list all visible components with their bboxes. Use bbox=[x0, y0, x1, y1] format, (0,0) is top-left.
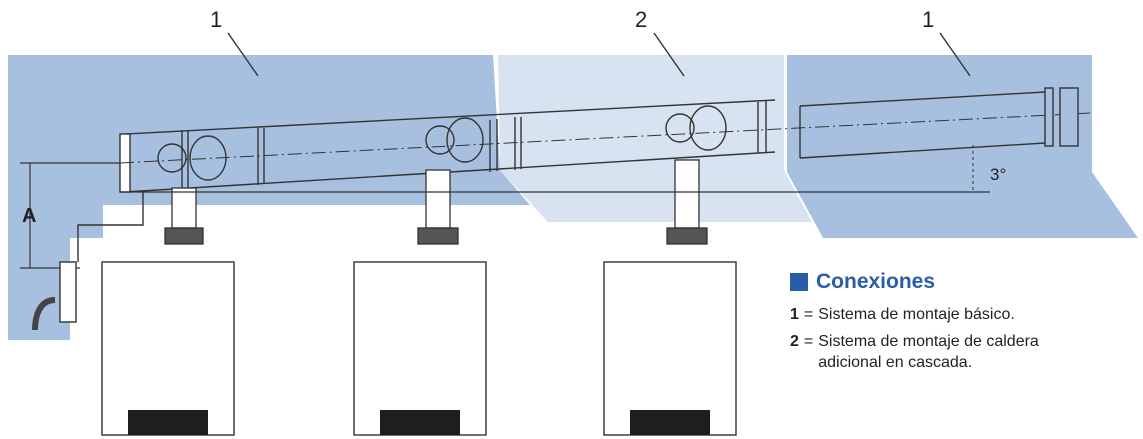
legend-item-2-text-line2: adicional en cascada. bbox=[818, 354, 973, 371]
angle-label: 3° bbox=[990, 165, 1006, 184]
condensate-drain bbox=[32, 192, 144, 331]
legend-title-text: Conexiones bbox=[816, 270, 936, 293]
zone-cascade bbox=[498, 55, 812, 222]
dimension-a bbox=[20, 162, 990, 269]
legend: Conexiones 1 = Sistema de montaje básico… bbox=[790, 270, 1135, 379]
boiler-connectors bbox=[164, 159, 708, 245]
zone-basic-right bbox=[787, 55, 1138, 238]
legend-item-2-text-line1: Sistema de montaje de caldera bbox=[818, 333, 1039, 350]
legend-item-1-text: Sistema de montaje básico. bbox=[818, 306, 1015, 323]
leader-line-2 bbox=[653, 32, 685, 77]
legend-square-icon bbox=[790, 273, 808, 291]
leader-line-1-left bbox=[227, 32, 259, 77]
legend-item-2-eq: = bbox=[803, 333, 814, 350]
callout-1-left: 1 bbox=[210, 7, 222, 32]
boiler-2 bbox=[353, 261, 487, 436]
pipe-centerline bbox=[119, 112, 1091, 164]
zone-basic-left bbox=[8, 55, 530, 340]
boiler-1 bbox=[101, 261, 235, 436]
legend-title: Conexiones bbox=[790, 270, 1135, 294]
boiler-3 bbox=[603, 261, 737, 436]
callout-1-right: 1 bbox=[922, 7, 934, 32]
legend-item-1-eq: = bbox=[803, 306, 814, 323]
dimension-a-label: A bbox=[22, 205, 36, 227]
leader-line-1-right bbox=[939, 32, 971, 77]
legend-item-2: 2 = Sistema de montaje de caldera adicio… bbox=[790, 331, 1135, 373]
legend-item-1: 1 = Sistema de montaje básico. bbox=[790, 304, 1135, 325]
callout-2: 2 bbox=[635, 7, 647, 32]
pipe-section-right bbox=[799, 87, 1079, 159]
legend-item-1-num: 1 bbox=[790, 306, 799, 323]
legend-item-2-num: 2 bbox=[790, 333, 799, 350]
